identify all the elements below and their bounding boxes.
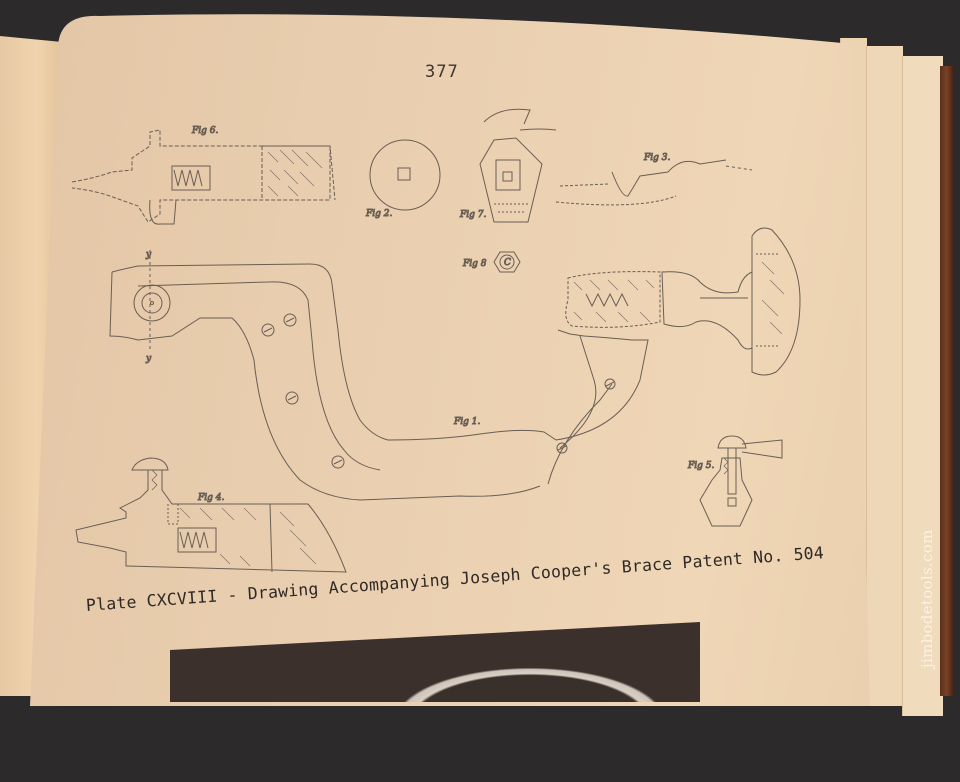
photo-oval bbox=[380, 662, 680, 702]
book-cover-edge bbox=[940, 66, 953, 696]
page-number: 377 bbox=[425, 62, 459, 82]
watermark: jimbodetools.com bbox=[918, 529, 936, 668]
book-photo: 377 Fig 6. Fig 2. Fig bbox=[0, 0, 953, 716]
